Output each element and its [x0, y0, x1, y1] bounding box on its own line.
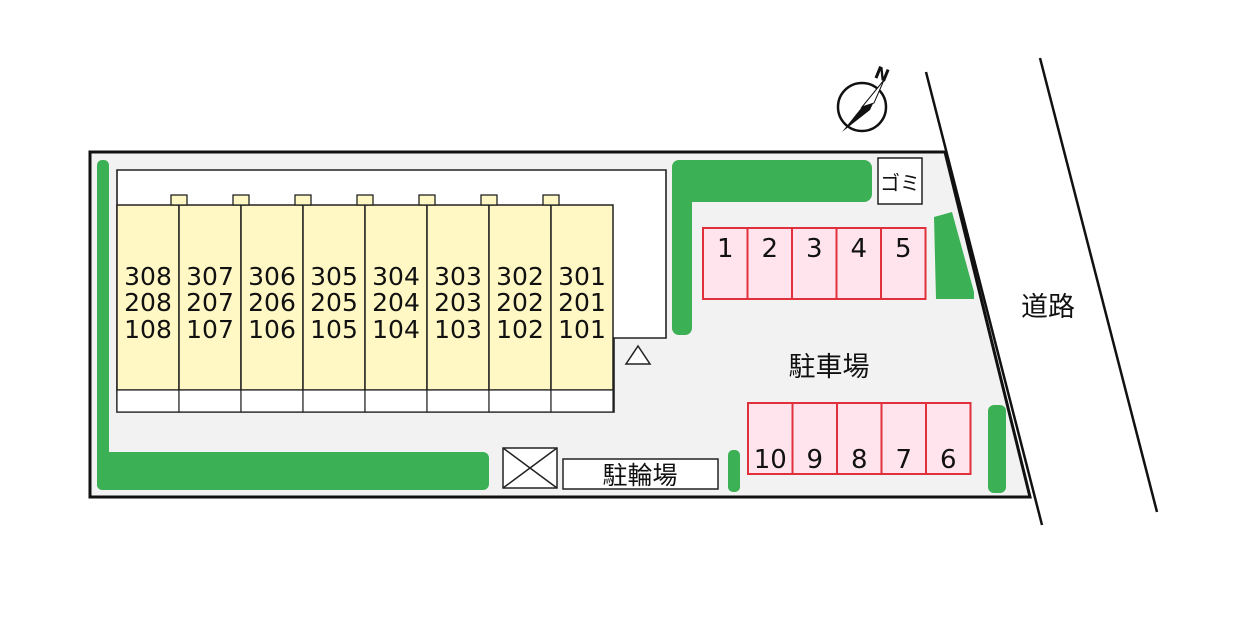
parking-space: 2 [746, 227, 793, 300]
unit-number: 308 [124, 262, 172, 291]
unit-number: 205 [310, 288, 358, 317]
compass-icon: N [836, 63, 892, 133]
bicycle-parking-label: 駐輪場 [602, 461, 677, 490]
unit-number: 106 [248, 315, 296, 344]
parking-space: 9 [791, 402, 838, 475]
green-strip-left [97, 160, 109, 490]
unit-number: 206 [248, 288, 296, 317]
parking-space-number: 10 [754, 445, 787, 475]
parking-space: 8 [836, 402, 883, 475]
building-units: 3082081083072071073062061063052051053042… [116, 194, 614, 413]
parking-space-number: 8 [851, 445, 868, 475]
unit-number: 307 [186, 262, 234, 291]
entrance-triangle-icon [624, 344, 652, 365]
unit-number: 201 [558, 288, 606, 317]
parking-space: 7 [880, 402, 927, 475]
green-strip-right-top [934, 212, 974, 299]
green-strip-bottom-left [97, 452, 489, 490]
unit-number: 204 [372, 288, 420, 317]
green-strip-top-left-drop [672, 160, 692, 335]
unit-number: 202 [496, 288, 544, 317]
unit-number: 101 [558, 315, 606, 344]
bicycle-parking [562, 458, 719, 490]
road-edge-right [1038, 57, 1159, 513]
parking-space: 6 [925, 402, 972, 475]
trash-area [877, 157, 923, 205]
parking-space: 5 [880, 227, 927, 300]
unit-number: 103 [434, 315, 482, 344]
unit-number: 208 [124, 288, 172, 317]
parking-space-number: 4 [850, 234, 867, 264]
green-strip-bottom-mid [728, 450, 740, 492]
parking-space: 1 [702, 227, 749, 300]
compass-north-label: N [871, 63, 892, 87]
parking-space-number: 9 [806, 445, 823, 475]
parking-space-number: 7 [895, 445, 912, 475]
unit-number: 306 [248, 262, 296, 291]
unit-number: 207 [186, 288, 234, 317]
unit-number: 304 [372, 262, 420, 291]
unit-number: 104 [372, 315, 420, 344]
parking-space: 4 [835, 227, 882, 300]
unit-number: 301 [558, 262, 606, 291]
unit-number: 107 [186, 315, 234, 344]
parking-space-number: 3 [806, 234, 823, 264]
parking-space-number: 2 [761, 234, 778, 264]
green-areas [97, 160, 1006, 493]
unit-number: 203 [434, 288, 482, 317]
unit-number: 302 [496, 262, 544, 291]
utility-box-icon [502, 447, 558, 489]
green-strip-right-bottom [988, 405, 1006, 493]
green-strip-top [672, 160, 872, 202]
road-label: 道路 [1021, 292, 1075, 323]
parking-lot-label: 駐車場 [789, 352, 870, 383]
parking-space: 10 [747, 402, 794, 475]
trash-label: ゴミ [880, 171, 920, 195]
parking-space-number: 6 [940, 445, 957, 475]
parking-space-number: 5 [895, 234, 912, 264]
unit-number: 102 [496, 315, 544, 344]
parking-space-number: 1 [717, 234, 734, 264]
unit-number: 105 [310, 315, 358, 344]
unit-number: 108 [124, 315, 172, 344]
unit-number: 303 [434, 262, 482, 291]
unit-number: 305 [310, 262, 358, 291]
road-edge-left [924, 71, 1044, 526]
parking-space: 3 [791, 227, 838, 300]
